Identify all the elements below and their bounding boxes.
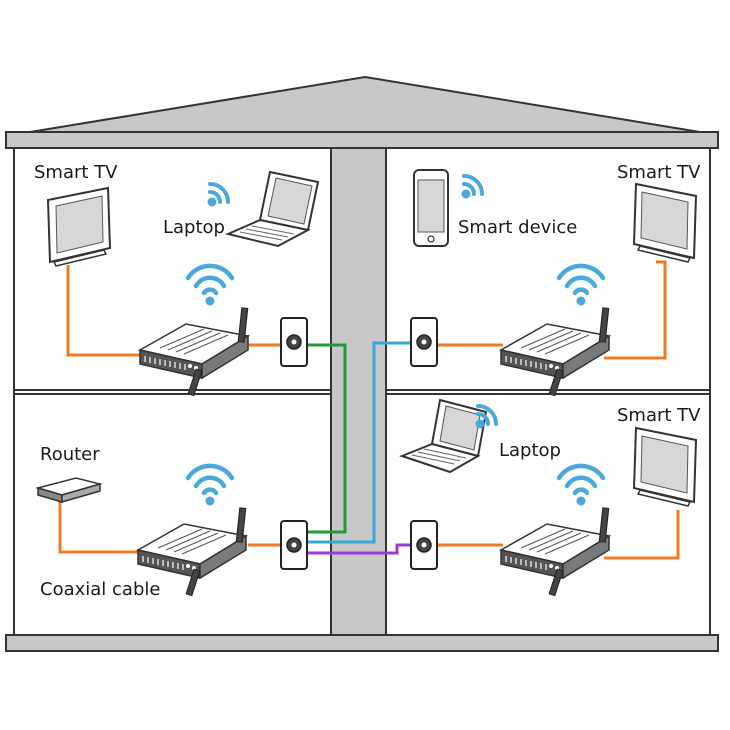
- wifi-icon: [188, 466, 232, 506]
- laptop-icon: [224, 170, 320, 248]
- label-coaxial-cable: Coaxial cable: [40, 579, 161, 600]
- label-smart-device: Smart device: [458, 217, 578, 238]
- tv-icon: [47, 187, 111, 267]
- wifi-icon: [188, 266, 232, 306]
- coax-outlet-icon: [410, 520, 438, 570]
- coax-outlet-icon: [410, 317, 438, 367]
- tv-icon: [633, 183, 697, 263]
- label-laptop-bottom-right: Laptop: [499, 440, 561, 461]
- wifi-icon: [559, 266, 603, 306]
- laptop-icon: [399, 398, 488, 474]
- coax-outlet-icon: [280, 317, 308, 367]
- adapter-icon: [500, 307, 610, 397]
- room-bottom-right: [399, 398, 697, 597]
- room-bottom-left: [35, 466, 308, 597]
- ethernet-cables: [58, 260, 680, 560]
- tv-icon: [633, 427, 697, 507]
- label-smart-tv-top-left: Smart TV: [34, 162, 118, 183]
- label-laptop-top-left: Laptop: [163, 217, 225, 238]
- wifi-icon: [205, 182, 230, 209]
- label-smart-tv-bottom-right: Smart TV: [617, 405, 701, 426]
- router-icon: [35, 477, 103, 503]
- wifi-icon: [559, 466, 603, 506]
- room-top-left: [47, 170, 320, 397]
- adapter-icon: [139, 307, 249, 397]
- adapter-icon: [500, 507, 610, 597]
- wifi-icon: [459, 174, 484, 201]
- room-top-right: [410, 169, 697, 397]
- coax-outlet-icon: [280, 520, 308, 570]
- phone-icon: [413, 169, 449, 247]
- coax-cables: [304, 341, 420, 555]
- label-router: Router: [40, 444, 100, 465]
- label-smart-tv-top-right: Smart TV: [617, 162, 701, 183]
